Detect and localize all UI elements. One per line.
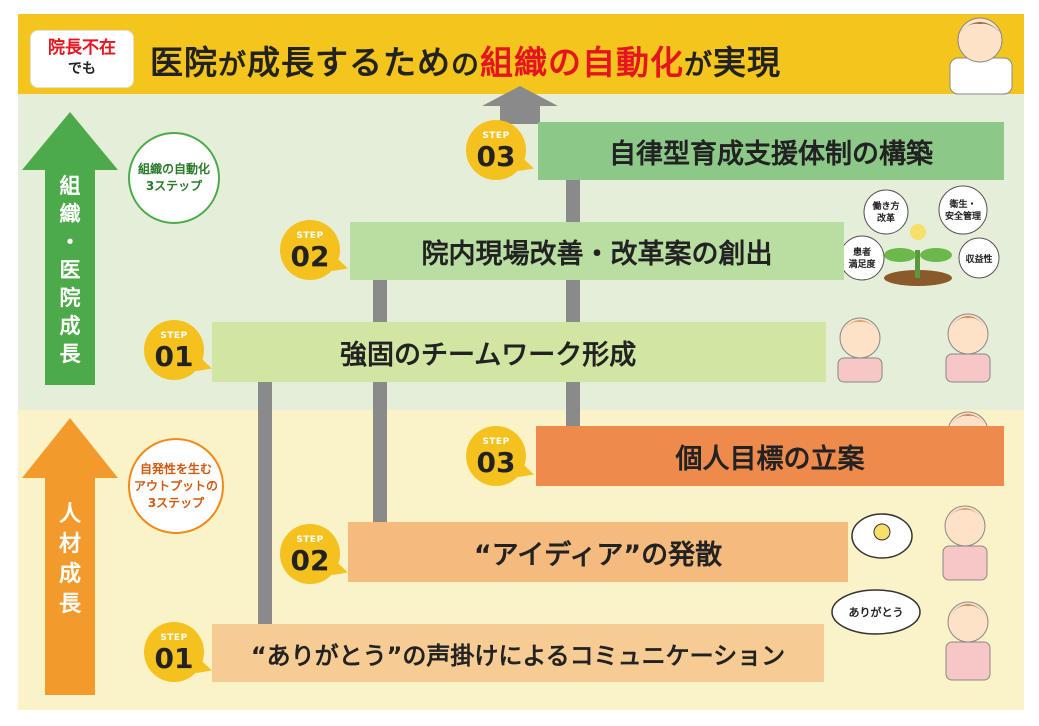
sprout-illustration <box>884 224 952 286</box>
step-number: 03 <box>466 142 526 172</box>
step-bar-org-02: 院内現場改善・改革案の創出 <box>350 222 844 280</box>
output-circle-line1: 自発性を生む <box>134 461 218 478</box>
lower-char-1: 材 <box>48 530 92 560</box>
output-three-steps-circle: 自発性を生む アウトプットの 3ステップ <box>128 438 224 534</box>
thanks-bubble-text: ありがとう <box>849 605 904 619</box>
output-circle-line2: アウトプットの <box>134 478 218 495</box>
gray-arrow-3-shaft <box>566 158 580 428</box>
step-word: STEP <box>280 524 340 546</box>
lower-char-2: 成 <box>48 560 92 590</box>
step-number: 01 <box>144 342 204 372</box>
gray-arrow-1-shaft <box>258 362 272 624</box>
step-bar-hr-02: “アイディア”の発散 <box>348 522 848 582</box>
bubble-profit: 収益性 <box>965 253 992 265</box>
step-word: STEP <box>466 426 526 448</box>
step-badge-org-03: STEP 03 <box>466 120 526 180</box>
step-word: STEP <box>466 120 526 142</box>
bubble-hygiene-line2: 安全管理 <box>945 210 981 222</box>
upper-char-4: 院 <box>48 284 92 312</box>
upper-char-5: 成 <box>48 312 92 340</box>
step-word: STEP <box>144 320 204 342</box>
step-label-org-03: 自律型育成支援体制の構築 <box>609 132 933 171</box>
upper-char-0: 組 <box>48 172 92 200</box>
step-label-hr-03: 個人目標の立案 <box>676 437 865 476</box>
upper-char-6: 長 <box>48 340 92 368</box>
step-number: 03 <box>466 448 526 478</box>
gray-arrow-2-shaft <box>373 262 387 524</box>
lower-char-0: 人 <box>48 500 92 530</box>
step-badge-hr-01: STEP 01 <box>144 622 204 682</box>
lower-char-3: 長 <box>48 590 92 620</box>
step-badge-hr-03: STEP 03 <box>466 426 526 486</box>
output-circle-line3: 3ステップ <box>134 495 218 512</box>
step-word: STEP <box>144 622 204 644</box>
bubble-hygiene-line1: 衛生・ <box>948 198 976 210</box>
upper-arrow-label: 組 織 ・ 医 院 成 長 <box>48 172 92 372</box>
upper-char-3: 医 <box>48 256 92 284</box>
bubble-patient-line1: 患者 <box>853 246 871 258</box>
step-badge-org-01: STEP 01 <box>144 320 204 380</box>
step-label-hr-02: “アイディア”の発散 <box>474 533 722 572</box>
org-circle-line1: 組織の自動化 <box>138 161 210 178</box>
step-bar-org-01: 強固のチームワーク形成 <box>212 322 826 382</box>
gray-arrow-to-goal <box>482 86 558 124</box>
step-bar-org-03: 自律型育成支援体制の構築 <box>538 122 1004 180</box>
upper-char-1: 織 <box>48 200 92 228</box>
step-word: STEP <box>280 220 340 242</box>
org-three-steps-circle: 組織の自動化 3ステップ <box>128 132 220 224</box>
step-number: 02 <box>280 546 340 576</box>
step-number: 01 <box>144 644 204 674</box>
step-bar-hr-01: “ありがとう”の声掛けによるコミュニケーション <box>212 624 824 682</box>
step-bar-hr-03: 個人目標の立案 <box>536 426 1004 486</box>
step-label-org-01: 強固のチームワーク形成 <box>340 333 636 372</box>
doctor-illustration <box>950 18 1012 94</box>
staff-pair-illustration <box>838 314 990 382</box>
bubble-patient-line2: 満足度 <box>848 258 876 270</box>
step-badge-org-02: STEP 02 <box>280 220 340 280</box>
upper-char-2: ・ <box>48 228 92 256</box>
lower-arrow-label: 人 材 成 長 <box>48 500 92 640</box>
staff-idea-illustration <box>852 506 987 580</box>
bubble-workstyle-line2: 改革 <box>877 212 895 224</box>
step-label-hr-01: “ありがとう”の声掛けによるコミュニケーション <box>251 636 785 671</box>
step-label-org-02: 院内現場改善・改革案の創出 <box>422 232 773 271</box>
step-number: 02 <box>280 242 340 272</box>
staff-thanks-illustration: ありがとう <box>832 590 990 680</box>
bubble-workstyle-line1: 働き方 <box>871 200 899 212</box>
step-badge-hr-02: STEP 02 <box>280 524 340 584</box>
org-circle-line2: 3ステップ <box>138 178 210 195</box>
